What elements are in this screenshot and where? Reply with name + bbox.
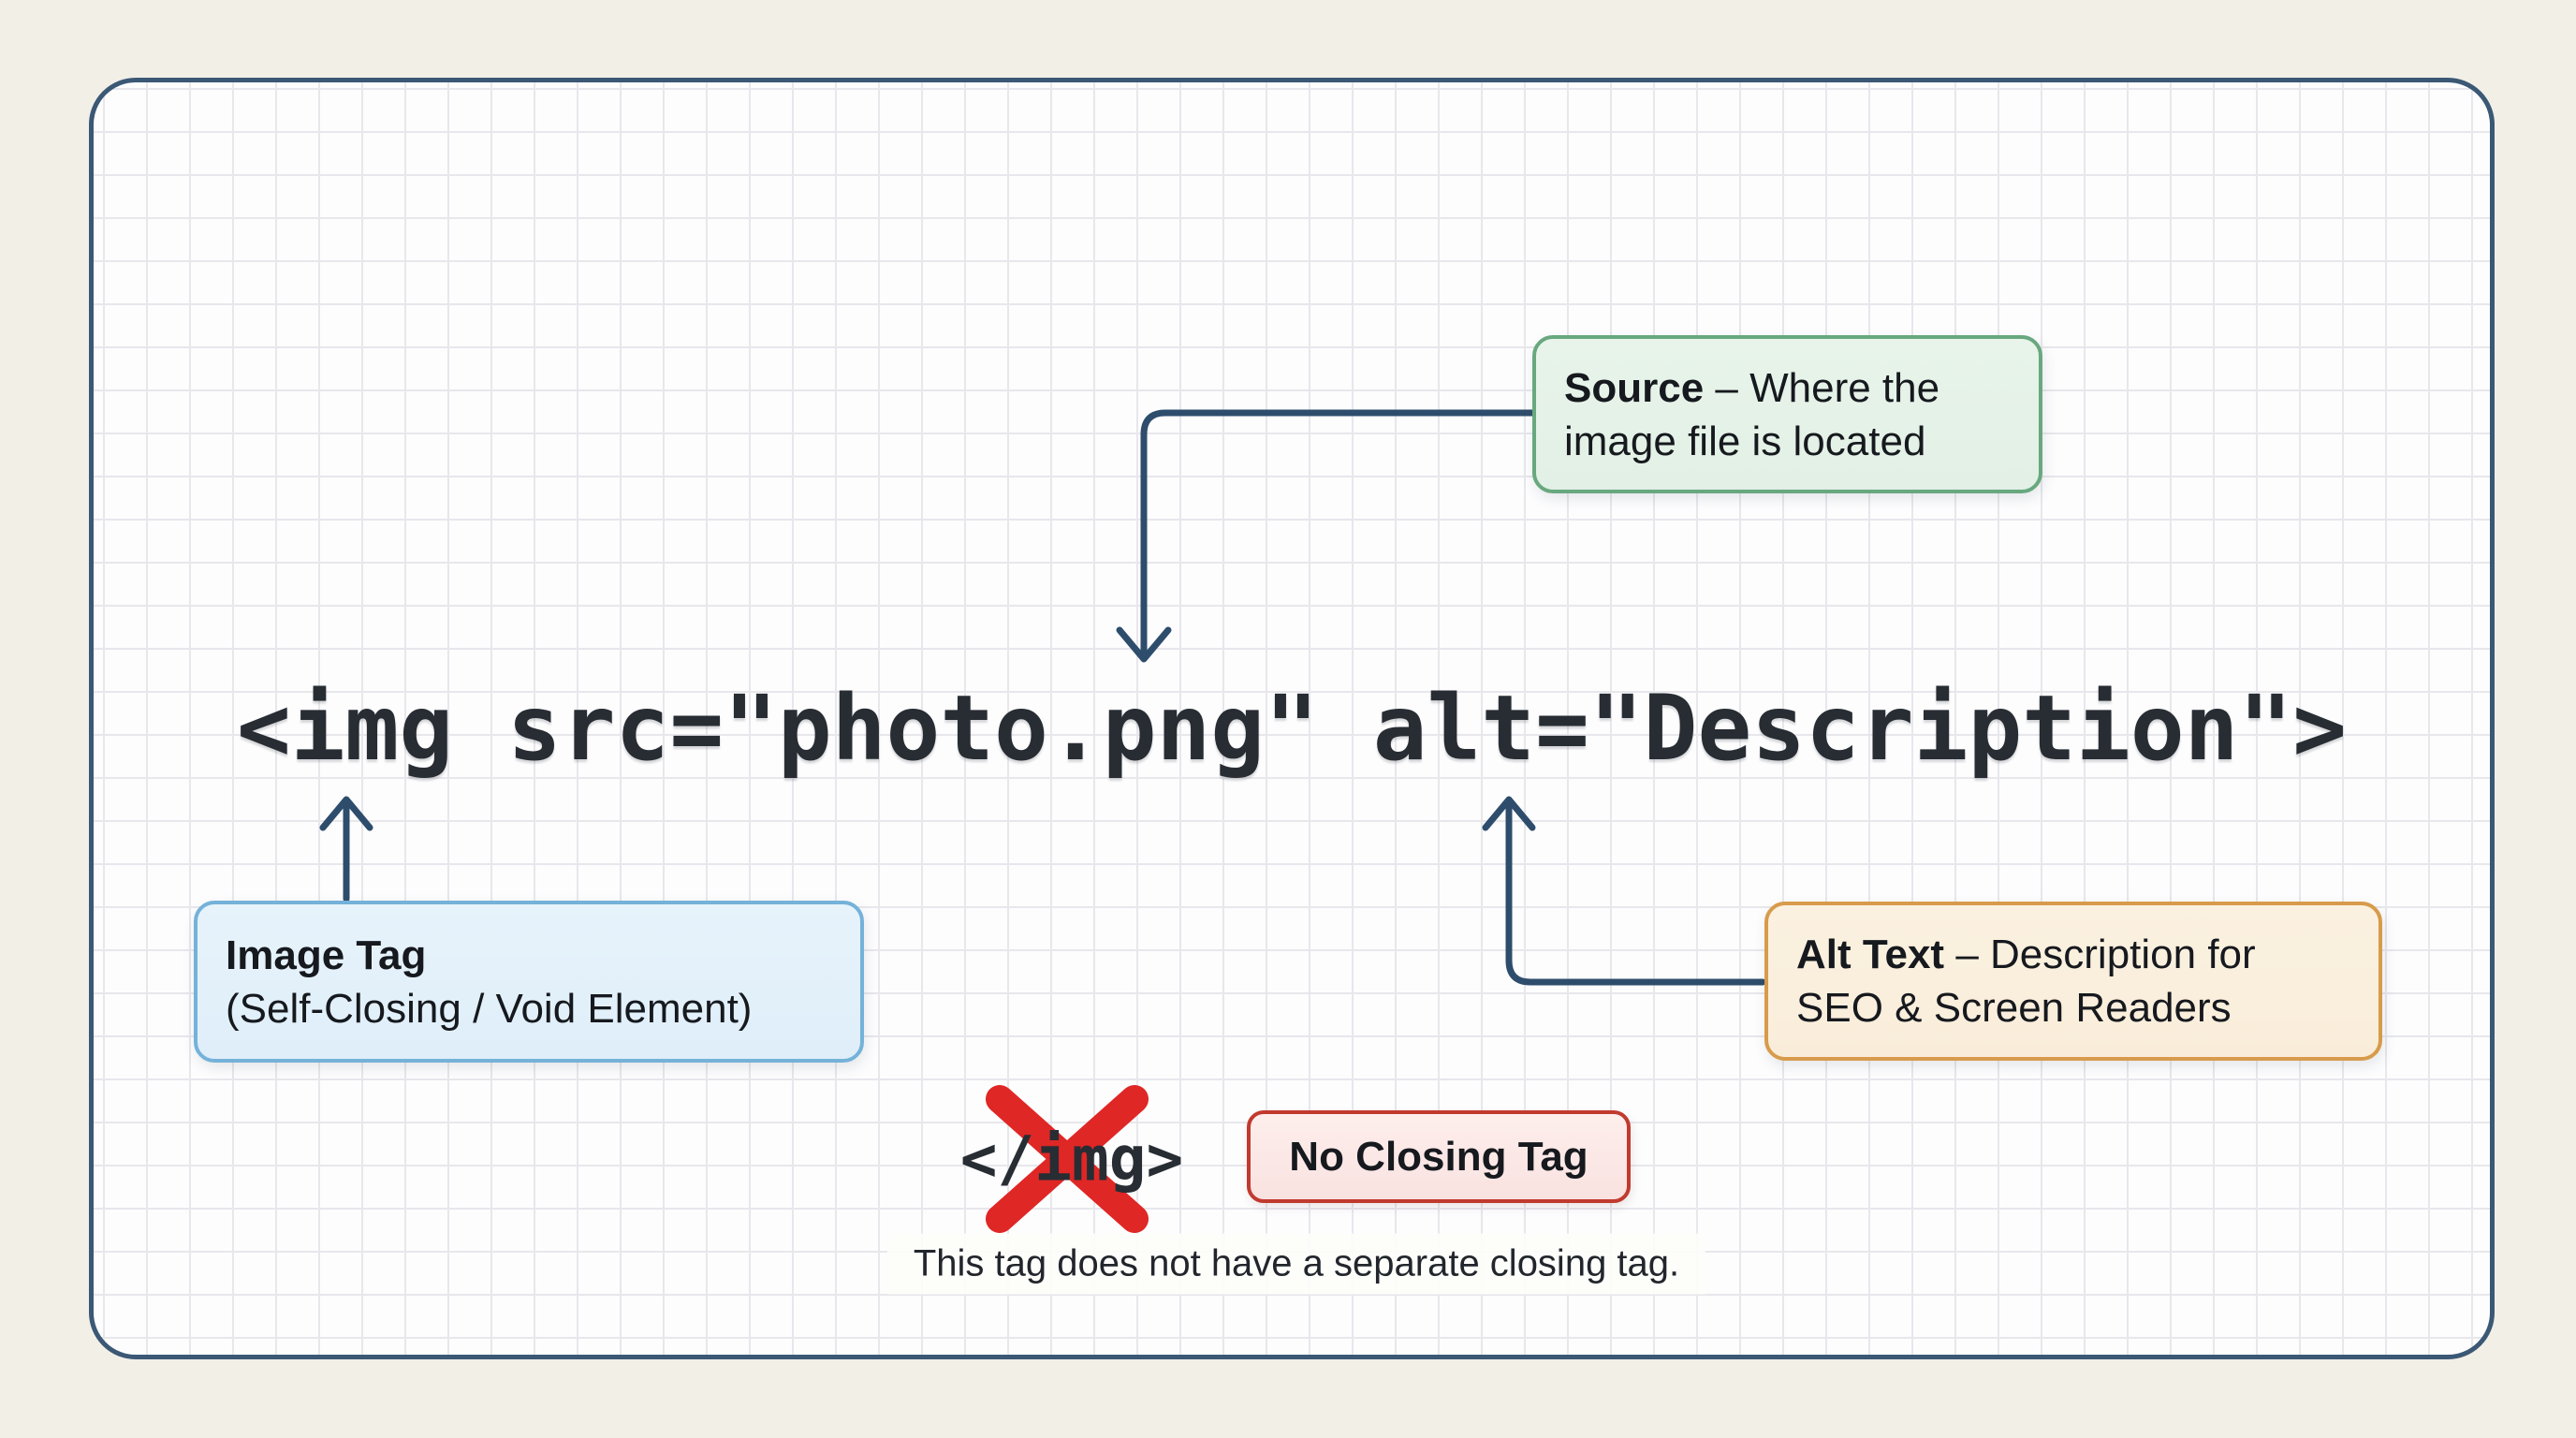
- image-tag-arrow-icon: [319, 796, 373, 902]
- callout-source-line2: image file is located: [1564, 418, 1926, 464]
- alt-text-arrow-icon: [1482, 796, 1766, 986]
- callout-alt-text-line1: Alt Text – Description for: [1796, 928, 2350, 981]
- callout-image-tag: Image Tag (Self-Closing / Void Element): [194, 901, 864, 1063]
- callout-alt-text-line1-rest: – Description for: [1944, 932, 2256, 977]
- callout-source-line1: Source – Where the: [1564, 361, 2011, 415]
- callout-image-tag-line1: Image Tag: [226, 932, 427, 978]
- closing-tag-code: </img>: [959, 1123, 1184, 1196]
- no-closing-tag-badge: No Closing Tag: [1247, 1110, 1631, 1203]
- grid-whiteboard: <img src="photo.png" alt="Description"> …: [89, 78, 2495, 1359]
- source-arrow-icon: [1116, 409, 1536, 663]
- callout-source-line1-rest: – Where the: [1704, 364, 1940, 411]
- caption-text: This tag does not have a separate closin…: [886, 1233, 1706, 1295]
- callout-alt-text-line2: SEO & Screen Readers: [1796, 985, 2232, 1031]
- callout-alt-text-title: Alt Text: [1796, 932, 1945, 977]
- img-tag-code: <img src="photo.png" alt="Description">: [236, 676, 2348, 781]
- callout-source: Source – Where the image file is located: [1532, 335, 2042, 493]
- callout-source-title: Source: [1564, 364, 1705, 411]
- callout-image-tag-line2: (Self-Closing / Void Element): [226, 985, 753, 1032]
- callout-alt-text: Alt Text – Description for SEO & Screen …: [1764, 902, 2382, 1061]
